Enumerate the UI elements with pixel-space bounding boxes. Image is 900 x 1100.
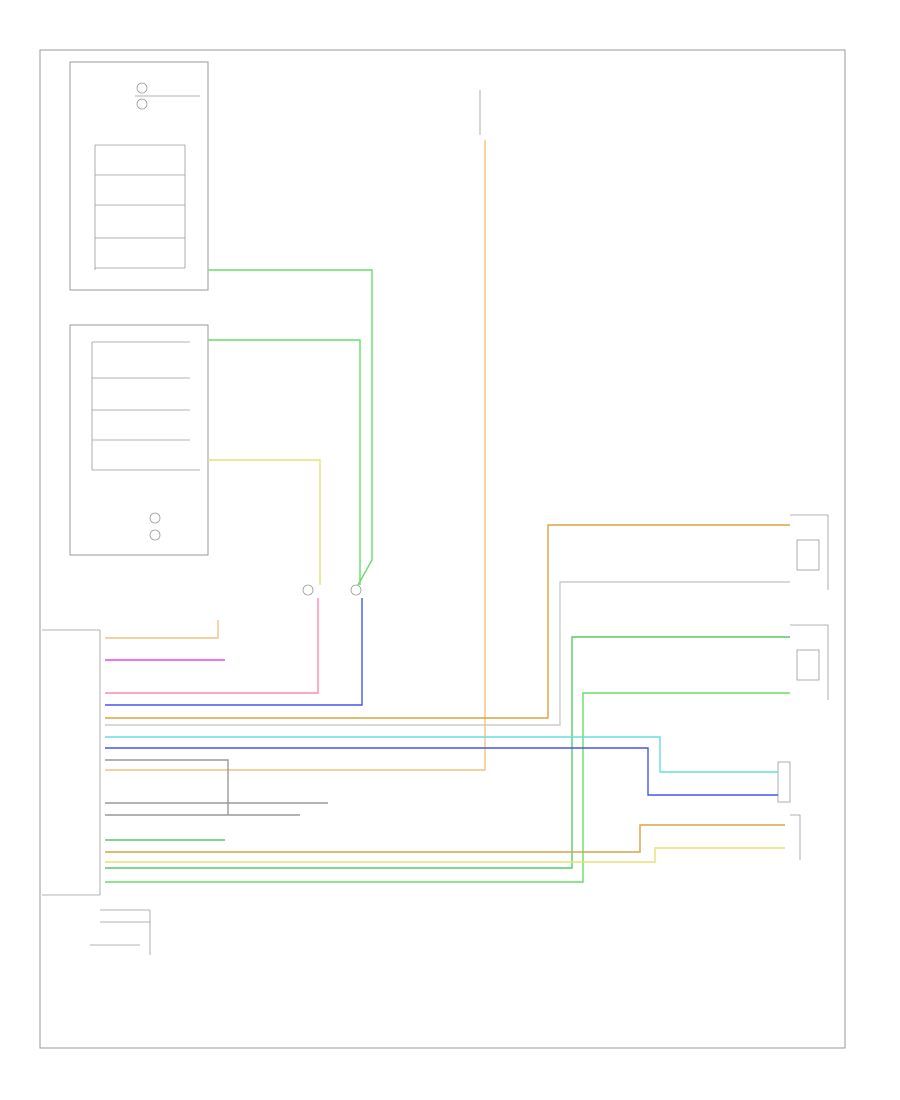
wire-tan-lf (105, 524, 790, 719)
right-steering-wheel-control-switches (69, 324, 209, 556)
right-rear-speaker (777, 761, 791, 803)
wire-gry-lf (105, 581, 790, 726)
wire-dk-blu-rr (105, 747, 778, 796)
page-frame (39, 49, 846, 1049)
wire-tan-lr (105, 824, 785, 853)
wire-blk-1 (105, 759, 229, 815)
switch-lamp-icon (149, 512, 161, 524)
steering-wheel-clockspring (302, 584, 362, 596)
left-rear-speaker (790, 814, 801, 860)
connector-icon (302, 584, 314, 596)
radio-head-unit (42, 629, 151, 955)
wire-grn-rf (105, 636, 790, 869)
wire-lt-blu-rr (105, 736, 778, 773)
wire-yel-lr (105, 847, 785, 863)
wire-lt-grn-1 (208, 269, 373, 586)
wire-lt-grn-2 (208, 339, 361, 585)
connector-icon (350, 584, 362, 596)
right-front-door-speaker (790, 624, 829, 700)
wire-dk-blu (105, 598, 363, 706)
switch-lamp-icon (136, 98, 148, 110)
left-steering-wheel-control-switches (69, 61, 209, 291)
wire-org-short (105, 620, 219, 639)
switch-lamp-icon (136, 82, 148, 94)
switch-lamp-icon (149, 529, 161, 541)
wire-yel (208, 459, 321, 585)
wire-pnk (105, 598, 319, 694)
left-front-door-speaker (790, 514, 829, 590)
wire-org-fuse (105, 140, 486, 771)
wire-lt-grn-rf (105, 692, 790, 883)
